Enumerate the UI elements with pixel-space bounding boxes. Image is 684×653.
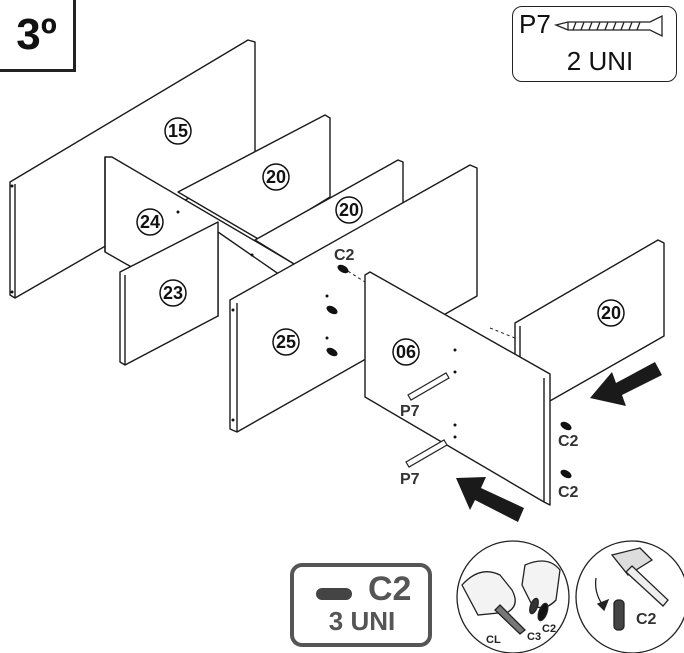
panel-25 [229,164,478,433]
detail-insert-dowel [456,540,570,653]
screw-hardware-box [512,6,677,82]
panel-label-15: 15 [168,121,188,141]
panel-label-20c: 20 [601,303,621,323]
label-p7-1: P7 [400,403,420,420]
dowel-icon [316,588,352,600]
hand-icon [461,571,516,616]
screw-quantity: 2 UNI [566,46,634,76]
detail-label-c3: C3 [527,631,541,643]
panel-20-top [177,114,331,241]
dowel-code: C2 [368,570,412,608]
panel-label-23: 23 [163,283,183,303]
dowel-quantity: 3 UNI [328,606,396,636]
panel-06 [364,271,551,506]
label-c2-top: C2 [334,247,355,264]
label-p7-2: P7 [400,471,420,488]
panel-label-20b: 20 [339,200,359,220]
panel-label-24: 24 [140,212,160,232]
hammer-icon [610,547,669,607]
arrow-icon [456,362,662,522]
panel-label-25: 25 [276,332,296,352]
step-number: 3º [16,9,57,59]
label-c2-right-2: C2 [558,484,579,501]
screw-icon [405,372,450,468]
detail-label-c2-hammer: C2 [636,611,657,628]
label-c2-right-1: C2 [558,433,579,450]
step-box: 3º [0,0,76,72]
detail-hammer [575,540,684,653]
panel-label-20a: 20 [266,167,286,187]
detail-label-c2: C2 [542,623,556,635]
dowel-hardware-box [290,563,432,647]
screw-code: P7 [519,9,551,39]
detail-label-cl: CL [486,634,501,646]
panel-label-06: 06 [396,342,416,362]
